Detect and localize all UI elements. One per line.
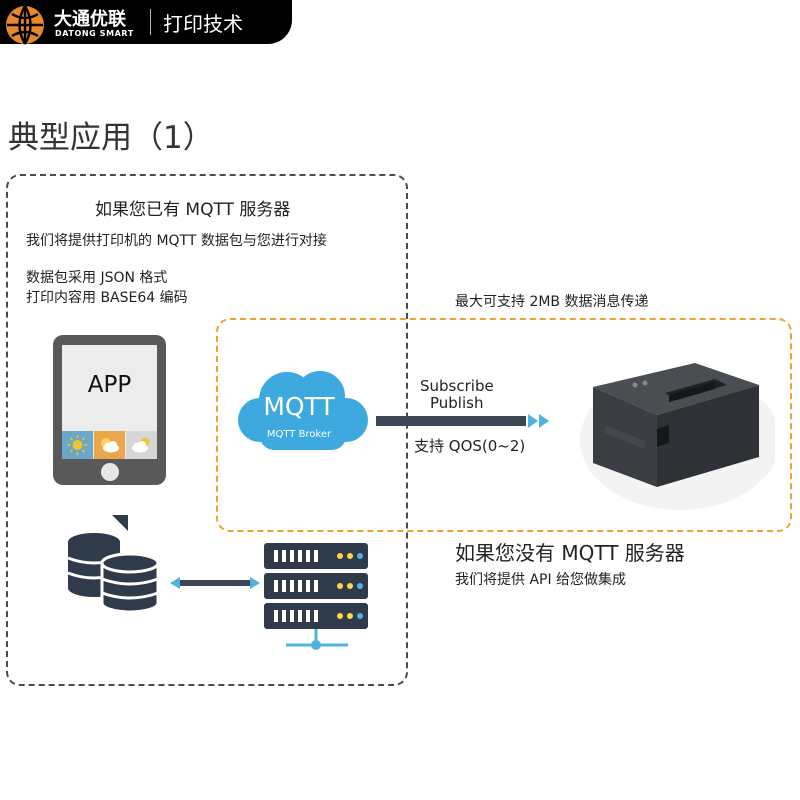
packet-format-line: 数据包采用 JSON 格式	[26, 270, 168, 286]
brand-name: 大通优联	[54, 9, 126, 30]
cloudy-icon	[132, 437, 150, 453]
brand-name-en: DATONG SMART	[55, 29, 134, 38]
mqtt-cloud-subtitle: MQTT Broker	[266, 429, 332, 440]
tablet-home-button	[101, 463, 119, 481]
mqtt-transfer-frame	[216, 318, 792, 532]
sun-icon	[67, 435, 88, 455]
no-server-subheading: 我们将提供 API 给您做集成	[455, 572, 627, 588]
server-rack-icon	[264, 543, 368, 650]
header-divider	[150, 9, 151, 35]
subscribe-label: Subscribe	[420, 377, 494, 395]
existing-server-heading: 如果您已有 MQTT 服务器	[95, 200, 291, 220]
mqtt-arrow	[376, 414, 549, 428]
mqtt-cloud-title: MQTT	[263, 392, 335, 421]
app-label: APP	[87, 372, 132, 398]
logo-globe-icon	[6, 5, 44, 45]
double-arrow-icon	[170, 577, 260, 589]
receipt-printer-icon	[580, 363, 775, 510]
max-message-caption: 最大可支持 2MB 数据消息传递	[455, 294, 649, 310]
no-server-heading: 如果您没有 MQTT 服务器	[455, 541, 685, 565]
weather-tile	[94, 431, 125, 459]
section-title: 打印技术	[163, 12, 243, 36]
existing-server-subheading: 我们将提供打印机的 MQTT 数据包与您进行对接	[26, 233, 327, 249]
weather-tile	[62, 431, 93, 459]
content-encoding-line: 打印内容用 BASE64 编码	[26, 290, 188, 306]
existing-server-frame	[6, 174, 408, 686]
partly-cloudy-icon	[101, 438, 119, 453]
cloud-icon	[238, 371, 368, 450]
qos-label: 支持 QOS(0~2)	[414, 437, 526, 455]
header-bar	[0, 0, 292, 44]
page-title: 典型应用（1）	[8, 120, 214, 156]
database-icon	[67, 515, 160, 614]
publish-label: Publish	[430, 394, 484, 412]
weather-tile	[126, 431, 157, 459]
